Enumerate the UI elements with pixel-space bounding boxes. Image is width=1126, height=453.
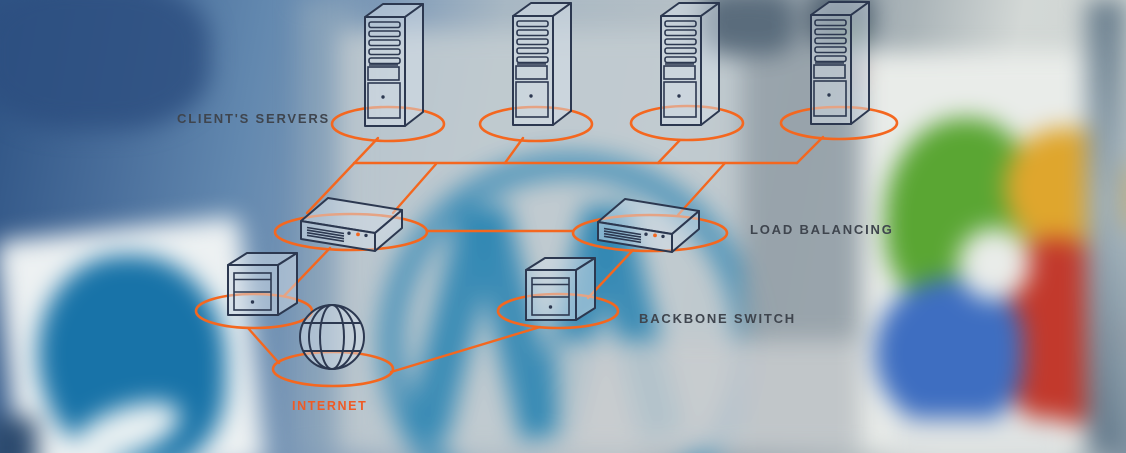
bottom-center-light: [556, 340, 866, 453]
link-server2-bus: [503, 136, 525, 165]
link-bus-lb-right: [676, 161, 727, 217]
client-server-1: [364, 3, 424, 127]
internet-label: INTERNET: [292, 399, 368, 413]
link-server4-bus: [795, 135, 825, 165]
joomla-logo-blue: [875, 278, 1023, 428]
internet-globe-icon: [299, 304, 365, 370]
backbone-switch-center: [525, 257, 596, 321]
top-left-dark-patch: [0, 0, 210, 130]
joomla-center-gap: [958, 228, 1030, 300]
client-server-4: [810, 1, 870, 125]
client-server-2: [512, 2, 572, 126]
backbone-switch-left: [227, 252, 298, 316]
link-server3-bus: [656, 138, 682, 165]
link-bus-lb-left: [391, 162, 438, 215]
link-switch-left-internet: [246, 326, 281, 365]
bottom-left-dark-corner: [0, 418, 37, 453]
clients-servers-label: CLIENT'S SERVERS: [177, 111, 331, 126]
backbone-switch-label: BACKBONE SWITCH: [639, 311, 796, 326]
client-server-3: [660, 2, 720, 126]
link-internet-switch-center: [389, 325, 542, 374]
bottom-right-white-box: [890, 418, 1065, 453]
link-server1-lb-left: [305, 136, 380, 215]
load-balancer-left: [300, 197, 403, 252]
right-edge-strip: [1086, 0, 1126, 453]
load-balancing-label: LOAD BALANCING: [750, 222, 894, 237]
connection-lines: [246, 135, 825, 374]
